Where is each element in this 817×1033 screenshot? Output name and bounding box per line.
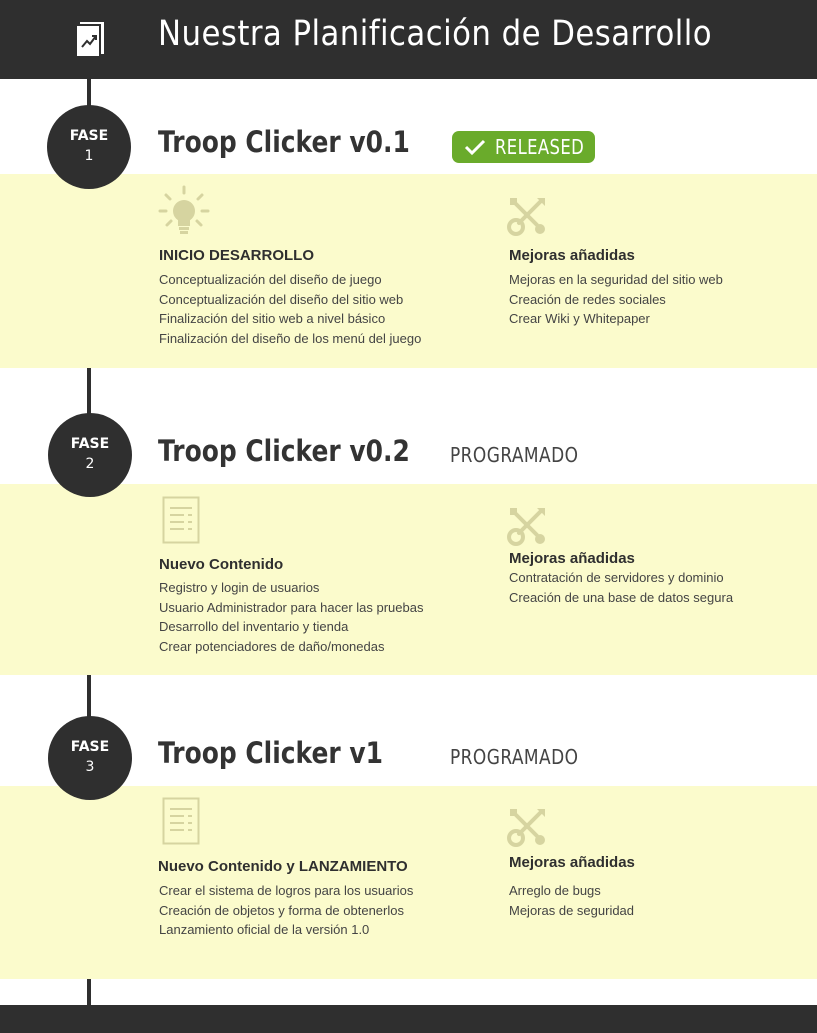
phase-number: 3: [85, 759, 95, 775]
column-title: Nuevo Contenido: [159, 556, 284, 573]
list-item: Creación de redes sociales: [509, 291, 666, 307]
tools-icon: [507, 195, 549, 242]
phase-1-marker: FASE 1: [47, 105, 131, 189]
status-text: RELEASED: [495, 135, 585, 159]
list-item: Mejoras de seguridad: [509, 902, 635, 918]
list-item: Mejoras en la seguridad del sitio web: [509, 272, 723, 287]
list-item: Crear potenciadores de daño/monedas: [159, 638, 385, 654]
tools-icon: [507, 505, 549, 552]
phase-label: FASE: [69, 128, 109, 144]
column-title: INICIO DESARROLLO: [159, 247, 315, 264]
feature-list: Registro y login de usuarios Usuario Adm…: [159, 578, 423, 656]
feature-list: Conceptualización del diseño de juego Co…: [159, 270, 421, 348]
phase-3-marker: FASE 3: [48, 716, 132, 800]
page-header: Nuestra Planificación de Desarrollo: [0, 0, 817, 79]
list-item: Conceptualización del diseño del sitio w…: [159, 291, 404, 307]
list-item: Creación de objetos y forma de obtenerlo…: [159, 902, 404, 918]
list-item: Finalización del sitio web a nivel básic…: [159, 311, 386, 327]
trending-up-document-icon: [74, 20, 106, 58]
checkmark-icon: [464, 139, 486, 156]
phase-2-title: Troop Clicker v0.2: [158, 434, 410, 468]
document-icon: [162, 797, 200, 850]
list-item: Crear Wiki y Whitepaper: [509, 311, 650, 327]
lightbulb-icon: [158, 185, 210, 242]
status-text: PROGRAMADO: [450, 745, 579, 769]
phase-2-content-band: [0, 484, 817, 675]
phase-number: 1: [84, 148, 94, 164]
tools-icon: [507, 806, 549, 853]
list-item: Registro y login de usuarios: [159, 580, 320, 595]
document-icon: [162, 496, 200, 549]
phase-label: FASE: [70, 739, 110, 755]
list-item: Finalización del diseño de los menú del …: [159, 330, 422, 346]
phase-3-title: Troop Clicker v1: [158, 736, 383, 770]
list-item: Desarrollo del inventario y tienda: [159, 619, 349, 635]
column-title: Nuevo Contenido y LANZAMIENTO: [158, 858, 408, 875]
phase-number: 2: [85, 456, 95, 472]
list-item: Lanzamiento oficial de la versión 1.0: [159, 922, 370, 938]
improvements-list: Contratación de servidores y dominio Cre…: [509, 568, 733, 607]
list-item: Creación de una base de datos segura: [509, 589, 734, 605]
list-item: Arreglo de bugs: [509, 883, 601, 898]
phase-1-title: Troop Clicker v0.1: [158, 125, 410, 159]
improvements-list: Mejoras en la seguridad del sitio web Cr…: [509, 270, 723, 329]
column-title: Mejoras añadidas: [509, 550, 635, 567]
phase-label: FASE: [70, 436, 110, 452]
column-title: Mejoras añadidas: [509, 247, 635, 264]
improvements-list: Arreglo de bugs Mejoras de seguridad: [509, 881, 634, 920]
phase-2-marker: FASE 2: [48, 413, 132, 497]
phase-3-content-band: [0, 786, 817, 979]
phase-1-content-band: [0, 174, 817, 368]
page-title: Nuestra Planificación de Desarrollo: [158, 14, 713, 54]
column-title: Mejoras añadidas: [509, 854, 635, 871]
list-item: Conceptualización del diseño de juego: [159, 272, 382, 287]
feature-list: Crear el sistema de logros para los usua…: [159, 881, 413, 940]
list-item: Crear el sistema de logros para los usua…: [159, 883, 414, 898]
released-badge: RELEASED: [452, 131, 595, 163]
page-footer: [0, 1005, 817, 1033]
status-text: PROGRAMADO: [450, 443, 579, 467]
list-item: Usuario Administrador para hacer las pru…: [159, 599, 424, 615]
list-item: Contratación de servidores y dominio: [509, 570, 724, 585]
